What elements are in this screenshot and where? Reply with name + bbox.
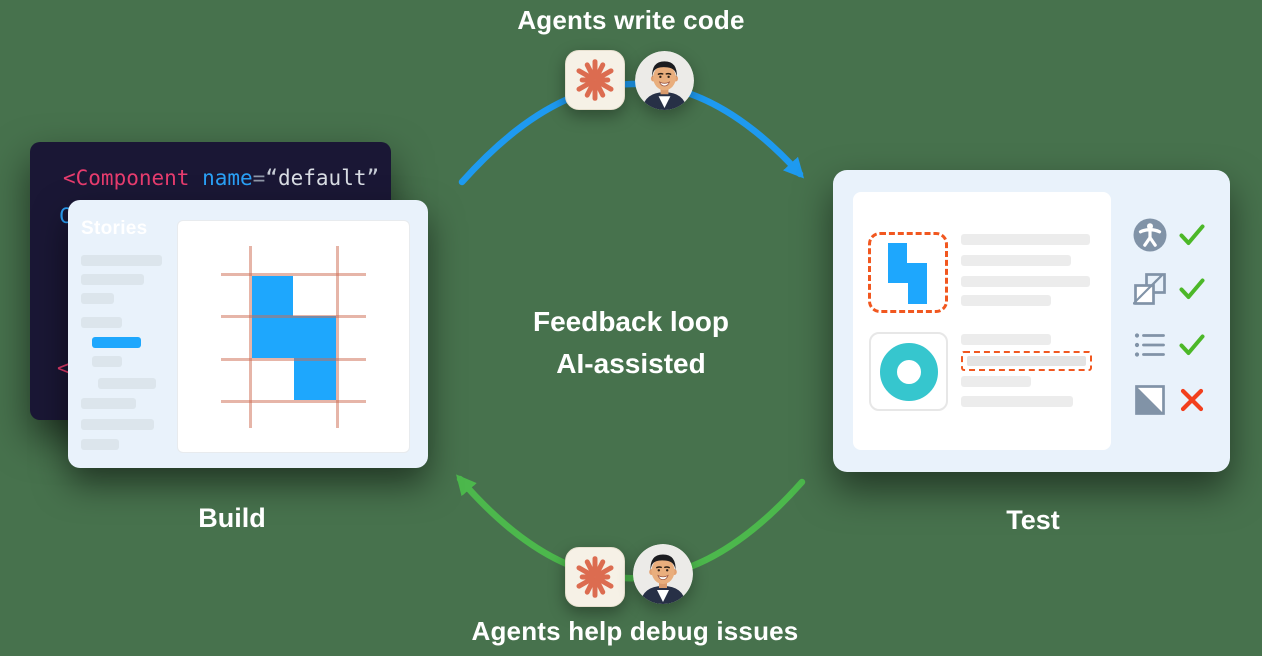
- skeleton-bar: [961, 334, 1051, 345]
- developer-avatar: [633, 544, 693, 604]
- developer-portrait: [633, 544, 693, 604]
- arrow-test-to-build: [456, 474, 806, 582]
- skeleton-bar: [80, 255, 162, 266]
- skeleton-bar: [961, 276, 1090, 287]
- test-label: Test: [1006, 505, 1060, 535]
- donut-shape: [879, 342, 938, 401]
- test-card: [833, 170, 1230, 472]
- layers-icon: [1133, 273, 1166, 305]
- developer-avatar: [635, 51, 694, 110]
- test-preview-panel: [853, 192, 1111, 450]
- mini-shape-middle: [888, 263, 927, 283]
- flagged-text-outline: [961, 351, 1092, 371]
- center-title-line1: Feedback loop: [532, 306, 730, 337]
- layout-grid-line: [221, 273, 366, 276]
- code-token: <Component: [63, 166, 190, 190]
- story-preview-canvas: [177, 220, 410, 453]
- mini-shape-bottom: [907, 283, 927, 304]
- skeleton-bar: [80, 419, 154, 430]
- top-caption: Agents write code: [517, 5, 745, 35]
- flagged-skeleton-bar: [967, 356, 1086, 366]
- skeleton-bar: [80, 293, 114, 304]
- layout-grid-line: [221, 358, 366, 361]
- mini-shape-top: [888, 243, 907, 263]
- donut-component-tile: [869, 332, 948, 411]
- claude-asterisk-icon: [565, 50, 625, 110]
- arrow-build-to-test: [458, 80, 805, 186]
- audit-row-accessibility: [1133, 218, 1229, 252]
- skeleton-bar: [80, 274, 144, 285]
- claude-asterisk-icon: [565, 547, 625, 607]
- code-closing-tag-partial: <: [57, 356, 70, 380]
- stories-title: Stories: [81, 218, 148, 239]
- skeleton-bar: [80, 439, 119, 450]
- skeleton-bar: [961, 295, 1051, 306]
- skeleton-bar: [80, 398, 136, 409]
- developer-portrait: [635, 51, 694, 110]
- skeleton-bar: [961, 234, 1090, 245]
- highlighted-component-outline: [868, 232, 948, 313]
- layout-grid-line: [249, 246, 252, 428]
- x-icon: [1180, 388, 1204, 412]
- component-shape-bottom: [294, 358, 336, 400]
- check-icon: [1179, 334, 1205, 355]
- asterisk-glyph: [576, 59, 614, 101]
- audit-row-contrast: [1133, 383, 1229, 417]
- storybook-panel: Stories: [68, 200, 428, 468]
- component-shape-middle: [252, 316, 336, 358]
- code-token: ”: [366, 166, 380, 190]
- accessibility-icon: [1133, 218, 1167, 252]
- check-icon: [1179, 278, 1205, 299]
- asterisk-glyph: [576, 556, 614, 598]
- center-title-line2: AI-assisted: [556, 348, 706, 379]
- skeleton-bar: [97, 378, 156, 389]
- audit-row-snapshots: [1133, 272, 1229, 306]
- component-shape-top: [252, 276, 293, 316]
- check-icon: [1179, 224, 1205, 245]
- skeleton-bar: [961, 396, 1073, 407]
- skeleton-bar: [961, 255, 1071, 266]
- contrast-icon: [1135, 385, 1165, 415]
- code-token: [189, 166, 202, 190]
- code-token: name: [202, 166, 253, 190]
- build-label: Build: [198, 503, 266, 533]
- list-icon: [1134, 333, 1165, 357]
- skeleton-bar: [80, 317, 122, 328]
- skeleton-bar: [91, 356, 122, 367]
- code-token: default: [277, 166, 367, 190]
- audit-row-list: [1133, 328, 1229, 362]
- skeleton-bar: [961, 376, 1031, 387]
- code-line-component: <Component name=“default”: [63, 166, 379, 190]
- bottom-caption: Agents help debug issues: [471, 616, 799, 646]
- layout-grid-line: [221, 400, 366, 403]
- story-item-active: [91, 337, 141, 348]
- layout-grid-line: [221, 315, 366, 318]
- layout-grid-line: [336, 246, 339, 428]
- code-token: =: [252, 166, 266, 190]
- code-token: “: [265, 166, 278, 190]
- center-title: Feedback loop AI-assisted: [431, 301, 831, 385]
